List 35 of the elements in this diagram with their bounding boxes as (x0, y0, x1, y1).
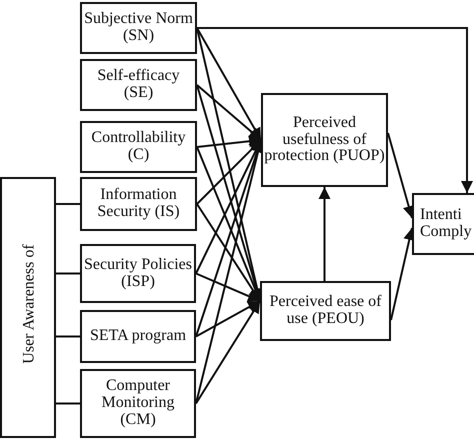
node-label: Subjective Norm (SN) (83, 11, 194, 45)
construct-box (261, 93, 388, 187)
node-label: Self-efficacy (SE) (96, 68, 181, 102)
arrow (318, 187, 330, 281)
connector-line (56, 203, 80, 205)
node-label: Controllability (C) (90, 130, 187, 164)
arrow (196, 139, 262, 205)
arrow (196, 300, 260, 338)
construct-box (80, 2, 197, 54)
construct-box (80, 369, 196, 438)
outcome-box (412, 193, 474, 255)
construct-box (80, 177, 197, 231)
construct-box (80, 310, 196, 363)
arrow (196, 84, 262, 141)
arrow (196, 28, 262, 140)
node-label: Information Security (IS) (96, 187, 181, 221)
construct-box (80, 244, 196, 303)
node-label: Perceived ease of use (PEOU) (268, 294, 382, 328)
group-label: User Awareness of (22, 244, 38, 364)
construct-box (80, 121, 197, 173)
node-label: SETA program (90, 328, 186, 345)
group-box (0, 177, 56, 438)
node-label: Intenti Comply (420, 207, 472, 241)
connector-line (56, 336, 80, 338)
arrow (196, 272, 260, 302)
node-label: Computer Monitoring (CM) (100, 378, 176, 429)
node-label: Perceived usefulness of protection (PUOP) (263, 114, 386, 166)
arrow (197, 27, 473, 193)
connector-line (56, 272, 80, 274)
arrow (196, 135, 262, 148)
construct-box (260, 281, 391, 341)
connector-line (56, 402, 80, 404)
arrow (195, 300, 261, 404)
construct-box (80, 59, 197, 111)
node-label: Security Policies (ISP) (83, 256, 193, 290)
